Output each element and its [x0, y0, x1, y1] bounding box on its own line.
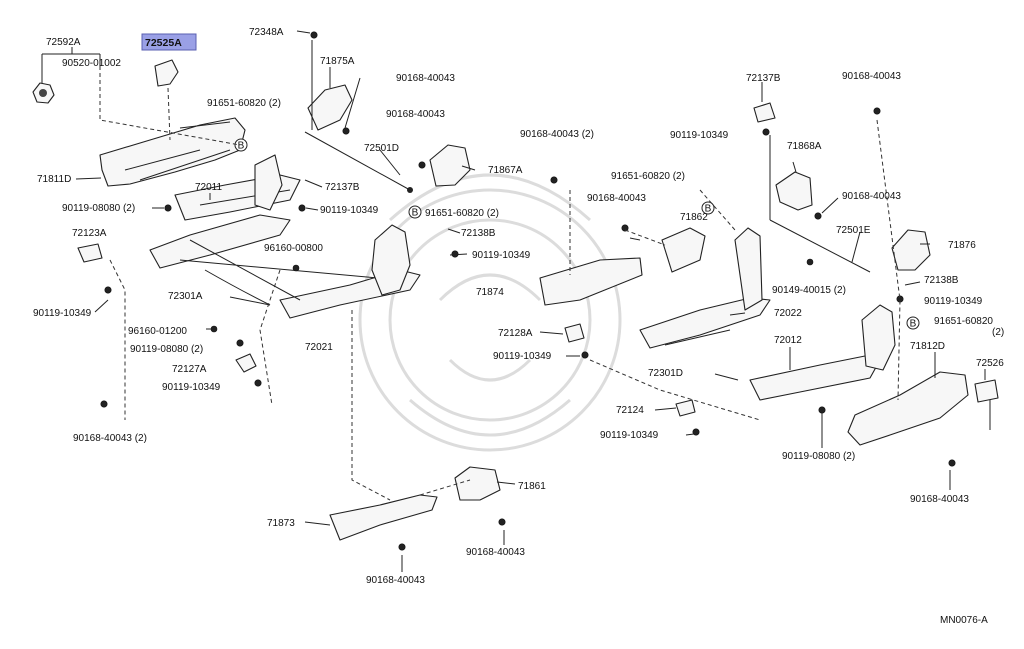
part-pad-72127A[interactable] — [235, 353, 257, 373]
part-cap-72525A[interactable] — [154, 59, 179, 87]
part-rod-72501D[interactable] — [304, 131, 413, 193]
callout-72022[interactable]: 72022 — [774, 308, 802, 319]
callout-labels: 72592A 90520-01002 72525A 72348A 71875A … — [33, 27, 1004, 586]
callout-72012[interactable]: 72012 — [774, 335, 802, 346]
part-cover-71873[interactable] — [329, 494, 438, 541]
callout-90119-10349-g[interactable]: 90119-10349 — [493, 351, 552, 362]
part-pad-72124[interactable] — [675, 399, 696, 417]
callout-72525A[interactable]: 72525A — [145, 37, 182, 49]
callout-72124[interactable]: 72124 — [616, 405, 644, 416]
callout-71875A[interactable]: 71875A — [320, 56, 355, 67]
callout-72301D[interactable]: 72301D — [648, 368, 683, 379]
callout-qty-2: (2) — [992, 327, 1004, 338]
part-cover-71861[interactable] — [454, 466, 501, 501]
part-recliner-right[interactable] — [861, 304, 896, 371]
callout-90168-40043-b[interactable]: 90168-40043 — [386, 109, 445, 120]
part-seat-track-right[interactable] — [639, 227, 881, 401]
callout-71811D[interactable]: 71811D — [37, 174, 71, 185]
callout-91651-60820-b[interactable]: 91651-60820 (2) — [425, 208, 499, 219]
callout-90149-40015[interactable]: 90149-40015 (2) — [772, 285, 846, 296]
part-side-cover-right[interactable] — [847, 371, 969, 446]
callout-90119-10349-a[interactable]: 90119-10349 — [320, 205, 379, 216]
selected-callout-highlight — [141, 33, 197, 51]
callout-90119-08080-b[interactable]: 90119-08080 (2) — [130, 344, 203, 355]
part-side-cover-left[interactable] — [99, 117, 246, 187]
callout-72123A[interactable]: 72123A — [72, 228, 107, 239]
callout-72011[interactable]: 72011 — [195, 182, 223, 193]
callout-91651-60820-c[interactable]: 91651-60820 (2) — [611, 171, 685, 182]
part-cable-72301A[interactable] — [204, 269, 271, 306]
callout-90168-40043-c[interactable]: 90168-40043 (2) — [73, 433, 147, 444]
callout-72127A[interactable]: 72127A — [172, 364, 207, 375]
part-recliner-left[interactable] — [254, 154, 411, 296]
part-bracket-71862[interactable] — [661, 227, 706, 273]
callout-72501D[interactable]: 72501D — [364, 143, 399, 154]
part-cover-71874[interactable] — [539, 257, 643, 306]
part-bracket-71867A[interactable] — [429, 144, 471, 187]
diagram-code: MN0076-A — [940, 615, 988, 626]
part-pad-72123A[interactable] — [77, 243, 103, 263]
callout-90168-40043-j[interactable]: 90168-40043 — [366, 575, 425, 586]
part-bracket-71875A[interactable] — [307, 84, 353, 131]
part-bracket-71876[interactable] — [891, 229, 931, 271]
callout-71874[interactable]: 71874 — [476, 287, 504, 298]
callout-90168-40043-a[interactable]: 90168-40043 — [396, 73, 455, 84]
callout-72021[interactable]: 72021 — [305, 342, 333, 353]
part-rod-72501E[interactable] — [769, 219, 871, 273]
callout-90119-08080-c[interactable]: 90119-08080 (2) — [782, 451, 855, 462]
svg-text:B: B — [910, 319, 917, 330]
callout-90119-10349-h[interactable]: 90119-10349 — [600, 430, 659, 441]
callout-96160-01200[interactable]: 96160-01200 — [128, 326, 187, 337]
callout-71862[interactable]: 71862 — [680, 212, 708, 223]
callout-90168-40043-e[interactable]: 90168-40043 — [842, 71, 901, 82]
callout-91651-60820-a[interactable]: 91651-60820 (2) — [207, 98, 281, 109]
callout-72592A[interactable]: 72592A — [46, 37, 81, 48]
callout-71812D[interactable]: 71812D — [910, 341, 945, 352]
callout-90119-10349-b[interactable]: 90119-10349 — [472, 250, 531, 261]
part-pad-72128A[interactable] — [564, 323, 585, 343]
callout-71868A[interactable]: 71868A — [787, 141, 822, 152]
part-knob-72592A[interactable] — [32, 82, 55, 104]
callout-72128A[interactable]: 72128A — [498, 328, 533, 339]
callout-72138B-a[interactable]: 72138B — [461, 228, 496, 239]
callout-90168-40043-i[interactable]: 90168-40043 — [466, 547, 525, 558]
callout-91651-60820-d[interactable]: 91651-60820 — [934, 316, 993, 327]
callout-90520-01002[interactable]: 90520-01002 — [62, 58, 121, 69]
callout-96160-00800[interactable]: 96160-00800 — [264, 243, 323, 254]
part-cap-72526[interactable] — [974, 379, 999, 403]
callout-72526[interactable]: 72526 — [976, 358, 1004, 369]
callout-90119-10349-c[interactable]: 90119-10349 — [33, 308, 92, 319]
watermark-emblem — [358, 173, 622, 452]
part-bracket-71868A[interactable] — [775, 171, 813, 211]
callout-71861[interactable]: 71861 — [518, 481, 546, 492]
callout-72137B-b[interactable]: 72137B — [746, 73, 781, 84]
callout-90119-10349-f[interactable]: 90119-10349 — [924, 296, 983, 307]
callout-90119-10349-d[interactable]: 90119-10349 — [162, 382, 221, 393]
svg-text:B: B — [412, 208, 419, 219]
callout-72501E[interactable]: 72501E — [836, 225, 871, 236]
callout-72301A[interactable]: 72301A — [168, 291, 203, 302]
callout-71867A[interactable]: 71867A — [488, 165, 523, 176]
bolt-markers — [100, 31, 956, 551]
callout-72137B-a[interactable]: 72137B — [325, 182, 360, 193]
callout-72138B-b[interactable]: 72138B — [924, 275, 959, 286]
callout-90168-40043-g[interactable]: 90168-40043 — [587, 193, 646, 204]
callout-90119-08080-a[interactable]: 90119-08080 (2) — [62, 203, 135, 214]
svg-text:B: B — [705, 204, 712, 215]
callout-90168-40043-h[interactable]: 90168-40043 — [910, 494, 969, 505]
marker-b-group: B B B B — [234, 138, 920, 330]
callout-90168-40043-d[interactable]: 90168-40043 (2) — [520, 129, 594, 140]
callout-72348A[interactable]: 72348A — [249, 27, 284, 38]
svg-text:B: B — [238, 141, 245, 152]
callout-90119-10349-e[interactable]: 90119-10349 — [670, 130, 729, 141]
callout-71873[interactable]: 71873 — [267, 518, 295, 529]
callout-90168-40043-f[interactable]: 90168-40043 — [842, 191, 901, 202]
part-cap-72137B-right[interactable] — [753, 102, 776, 123]
callout-71876[interactable]: 71876 — [948, 240, 976, 251]
leader-lines — [41, 30, 991, 572]
